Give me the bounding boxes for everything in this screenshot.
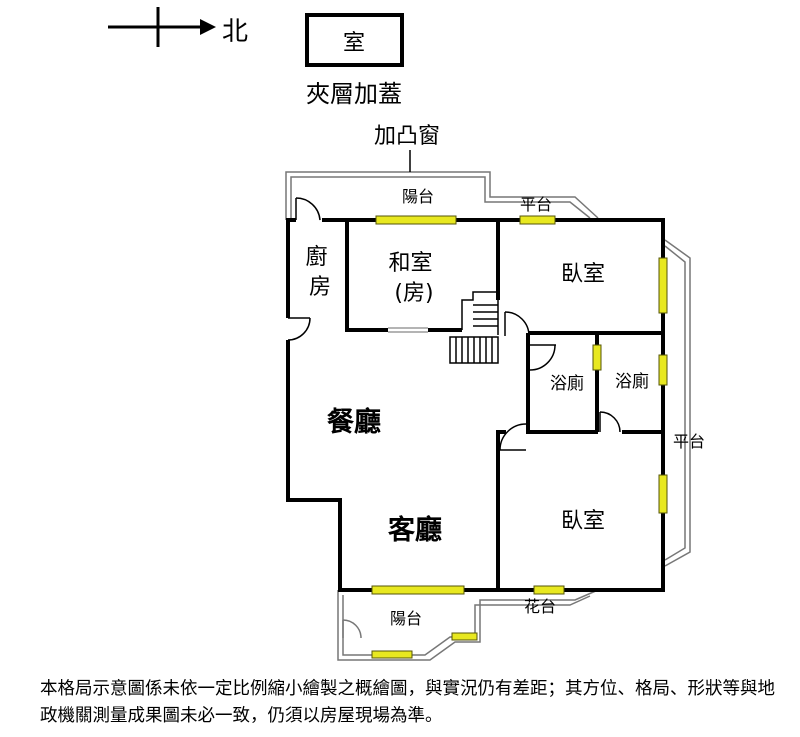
window-balcony-lower-2 (451, 632, 478, 641)
staircase (449, 291, 499, 364)
label-bath-1: 浴廁 (550, 373, 584, 394)
mezzanine-caption: 夾層加蓋 (306, 80, 402, 108)
label-bath-2: 浴廁 (615, 371, 649, 392)
compass: 北 (108, 7, 248, 47)
bedroom1-door-swing (504, 311, 530, 337)
compass-arrow-head (200, 19, 216, 35)
label-living: 客廳 (388, 514, 442, 546)
windows (371, 215, 668, 659)
stair-upper-outline (461, 291, 499, 335)
window-bedroom1-right (658, 257, 668, 314)
kitchen-top-door-swing (295, 197, 321, 221)
label-japanese-line1: 和室 (388, 251, 432, 276)
mezzanine-legend: 室 夾層加蓋 (305, 13, 404, 108)
right-terrace-rail-inner (664, 245, 686, 561)
label-bedroom-1: 臥室 (561, 262, 605, 287)
top-balcony-rail-inner (290, 176, 591, 220)
window-bath2-right (658, 354, 668, 386)
label-terrace-right: 平台 (673, 432, 705, 451)
bath1-door-swing (529, 344, 556, 371)
bottom-balcony-rail (337, 589, 599, 661)
label-japanese-line2: (房) (394, 281, 433, 306)
disclaimer-note: 本格局示意圖係未依一定比例縮小繪製之概繪圖，與實況仍有差距；其方位、格局、形狀等… (40, 679, 775, 726)
label-bay-window: 加凸窗 (374, 124, 440, 149)
doors (287, 197, 621, 451)
label-bedroom-2: 臥室 (561, 509, 605, 534)
top-balcony-rail (285, 171, 599, 220)
right-terrace-rail (664, 239, 691, 567)
walls (286, 218, 665, 592)
bath2-door-swing (599, 411, 621, 433)
kitchen-side-door-swing (287, 317, 311, 341)
window-bath-divider (592, 344, 602, 371)
label-garden: 花台 (524, 597, 556, 616)
bedroom2-door-swing (499, 423, 527, 451)
label-terrace-top: 平台 (520, 195, 552, 214)
window-bedroom2-right (658, 474, 668, 514)
window-bedroom1-top (519, 215, 556, 225)
window-japanese-top (375, 215, 457, 225)
window-bedroom2-bottom (533, 585, 565, 595)
room-labels: 加凸窗 陽台 平台 廚 房 和室 (房) 臥室 浴廁 浴廁 餐廳 客廳 平台 臥… (305, 124, 705, 628)
label-kitchen-line2: 房 (309, 275, 331, 300)
label-balcony-bottom: 陽台 (390, 609, 422, 628)
window-living-bottom (371, 585, 465, 595)
japanese-room-sliding-door (388, 327, 428, 333)
bottom-balcony-door-swing (342, 619, 362, 639)
north-label: 北 (222, 17, 248, 47)
label-kitchen-line1: 廚 (305, 245, 327, 270)
window-balcony-lower-1 (371, 650, 413, 659)
label-japanese-room: 和室 (房) (388, 251, 439, 306)
mezzanine-box (305, 13, 404, 67)
mezzanine-box-label: 室 (343, 31, 365, 56)
label-balcony-top: 陽台 (402, 187, 434, 206)
label-kitchen: 廚 房 (305, 245, 334, 300)
label-dining: 餐廳 (327, 406, 381, 438)
